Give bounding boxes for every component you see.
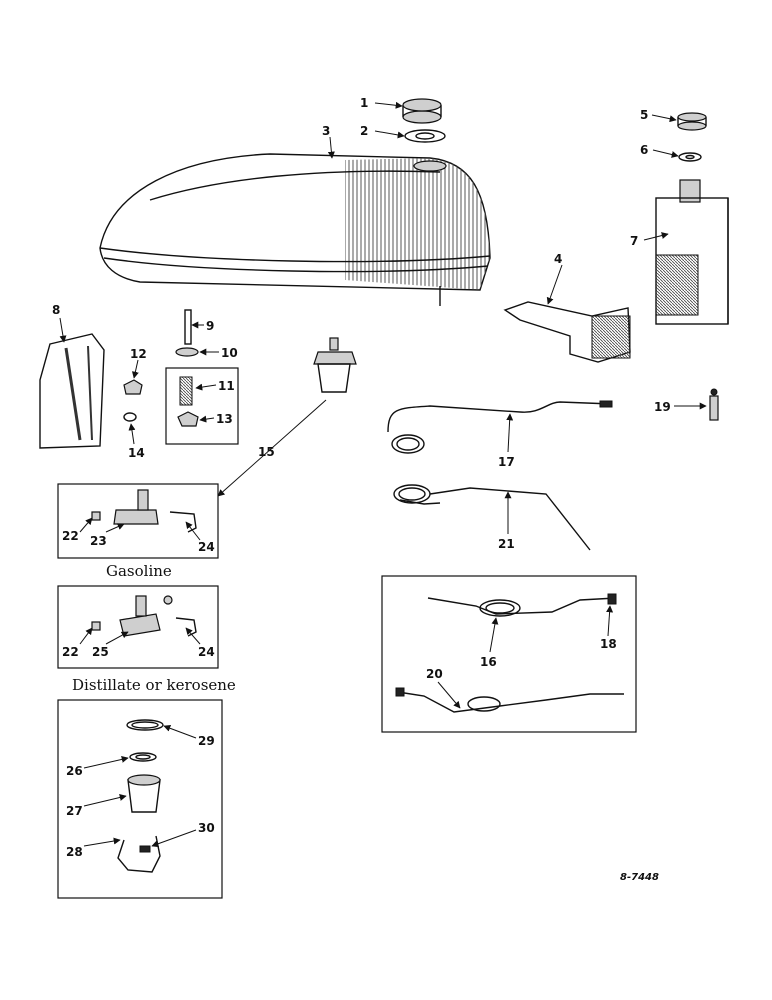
callout-4: 4 xyxy=(554,252,562,266)
callout-13: 13 xyxy=(216,412,233,426)
callout-14: 14 xyxy=(128,446,145,460)
callout-24-distillate: 24 xyxy=(198,645,215,659)
auxiliary-tank xyxy=(655,179,729,325)
callout-11: 11 xyxy=(218,379,235,393)
fuel-tank xyxy=(99,153,491,306)
callout-23: 23 xyxy=(90,534,107,548)
fuel-line-17 xyxy=(387,400,613,454)
callout-29: 29 xyxy=(198,734,215,748)
drawing-code: 8-7448 xyxy=(620,872,659,883)
sediment-parts-box xyxy=(57,699,223,899)
callout-5: 5 xyxy=(640,108,648,122)
callout-18: 18 xyxy=(600,637,617,651)
tank-support xyxy=(39,333,105,449)
distillate-box xyxy=(57,585,219,669)
sediment-bowl-assembly xyxy=(313,337,357,393)
fuel-fitting xyxy=(709,388,719,421)
callout-25: 25 xyxy=(92,645,109,659)
small-cap xyxy=(677,112,707,131)
fuel-lines-box xyxy=(381,575,637,733)
callout-21: 21 xyxy=(498,537,515,551)
fuel-line-16 xyxy=(427,593,617,617)
distillate-shutoff-valve xyxy=(91,595,197,637)
callout-16: 16 xyxy=(480,655,497,669)
callout-22-distillate: 22 xyxy=(62,645,79,659)
sediment-parts xyxy=(117,719,164,873)
leader-lines xyxy=(59,101,707,848)
callout-22-gasoline: 22 xyxy=(62,529,79,543)
hardware-parts xyxy=(123,309,239,445)
callout-30: 30 xyxy=(198,821,215,835)
callout-3: 3 xyxy=(322,124,330,138)
callout-12: 12 xyxy=(130,347,147,361)
callout-6: 6 xyxy=(640,143,648,157)
fuel-line-21 xyxy=(393,484,591,551)
callout-28: 28 xyxy=(66,845,83,859)
callout-15: 15 xyxy=(258,445,275,459)
callout-24-gasoline: 24 xyxy=(198,540,215,554)
callout-9: 9 xyxy=(206,319,214,333)
callout-2: 2 xyxy=(360,124,368,138)
gasoline-shutoff-valve xyxy=(91,489,197,533)
callout-27: 27 xyxy=(66,804,83,818)
gasoline-box xyxy=(57,483,219,559)
callout-1: 1 xyxy=(360,96,368,110)
callout-26: 26 xyxy=(66,764,83,778)
callout-7: 7 xyxy=(630,234,638,248)
fuel-line-20 xyxy=(395,687,624,713)
callout-19: 19 xyxy=(654,400,671,414)
caption-distillate: Distillate or kerosene xyxy=(72,676,236,694)
callout-17: 17 xyxy=(498,455,515,469)
callout-10: 10 xyxy=(221,346,238,360)
small-gasket xyxy=(678,152,702,162)
callout-numbers: 1 2 3 4 5 6 7 8 9 10 11 12 13 14 15 16 1… xyxy=(52,96,671,859)
cap-gasket xyxy=(404,129,446,143)
tank-bracket xyxy=(503,301,631,363)
tank-cap xyxy=(402,98,442,124)
callout-20: 20 xyxy=(426,667,443,681)
callout-8: 8 xyxy=(52,303,60,317)
caption-gasoline: Gasoline xyxy=(106,562,172,580)
